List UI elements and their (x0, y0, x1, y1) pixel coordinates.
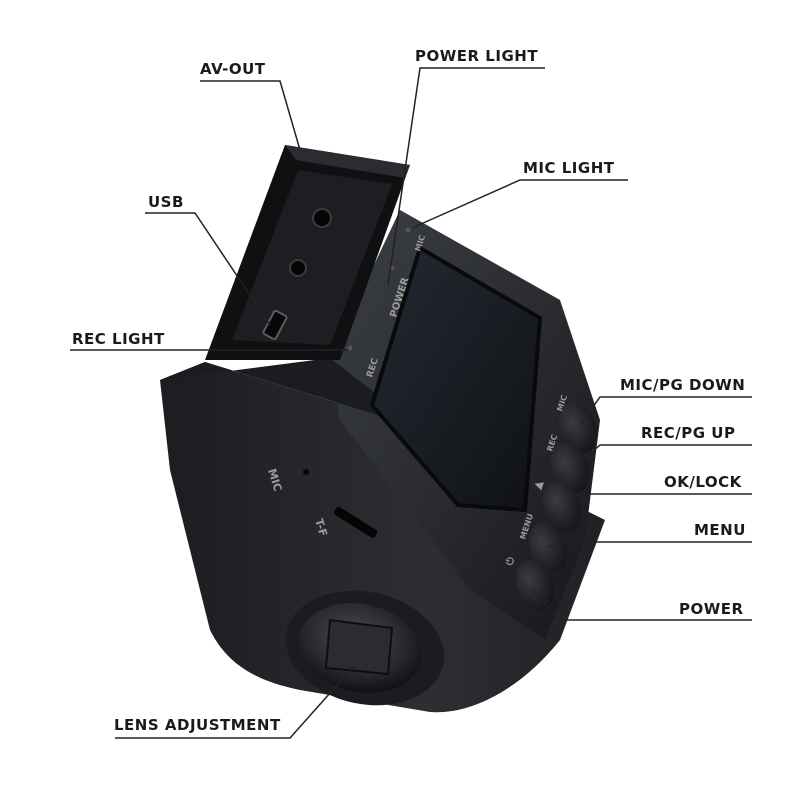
callout-mic-pg-down: MIC/PG DOWN (620, 376, 746, 394)
rec-led (347, 345, 353, 351)
btn-power-symbol-icon: ⏻ (503, 556, 517, 567)
tf-card-slot (334, 507, 378, 538)
callout-mic-light: MIC LIGHT (523, 159, 615, 177)
leader-lines (70, 67, 752, 739)
device-top-edge (160, 358, 420, 428)
leader-menu (547, 541, 752, 549)
callout-av-out: AV-OUT (200, 60, 266, 78)
leader-rec-pg-up (573, 444, 752, 469)
leader-av-out (200, 80, 301, 151)
av-out-port (312, 208, 332, 228)
lcd-screen (369, 244, 543, 513)
aux-port (289, 259, 307, 277)
mount-bracket-rim (285, 145, 410, 178)
leader-power-light (387, 67, 545, 286)
mic-led (405, 227, 411, 233)
mic-hole (303, 469, 309, 475)
callout-rec-pg-up: REC/PG UP (641, 424, 736, 442)
leader-mic-light (411, 179, 628, 229)
callout-power-light: POWER LIGHT (415, 47, 539, 65)
callout-rec-light: REC LIGHT (72, 330, 165, 348)
leader-usb (145, 212, 271, 326)
lens-knob-grip (324, 618, 394, 676)
power-button[interactable] (509, 554, 561, 615)
leader-power (531, 589, 752, 621)
callout-menu: MENU (694, 521, 746, 539)
device-body-side (160, 362, 605, 713)
leader-mic-pg-down (579, 396, 752, 426)
tf-slot-marking: T-F (312, 517, 330, 538)
rec-pg-up-button[interactable] (544, 437, 596, 498)
usb-port (262, 309, 288, 341)
callout-ok-lock: OK/LOCK (664, 473, 742, 491)
callout-usb: USB (148, 193, 184, 211)
leader-lens-adjustment (115, 664, 356, 739)
callout-power: POWER (679, 600, 744, 618)
callout-lens-adjustment: LENS ADJUSTMENT (114, 716, 281, 734)
mic-port-marking: MIC (265, 467, 284, 493)
mount-bracket-inner (232, 170, 392, 345)
